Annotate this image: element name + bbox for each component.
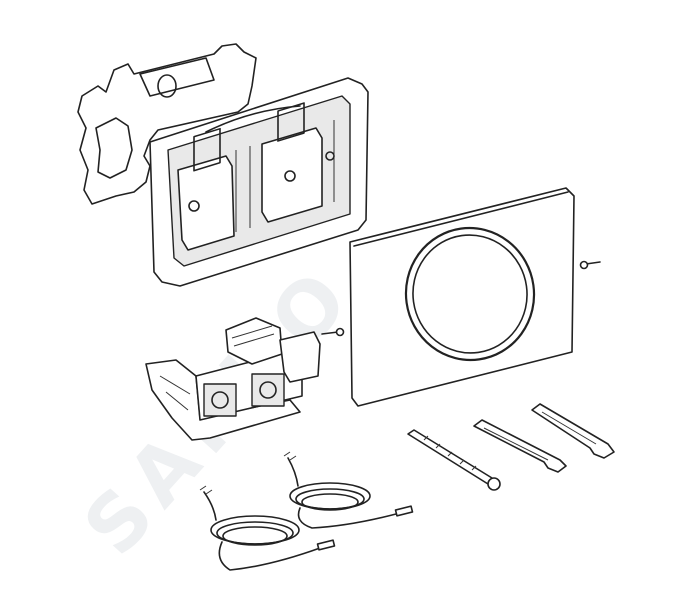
rod-1-ribs — [423, 435, 477, 471]
flush-button-ring-outer — [404, 226, 536, 362]
cable-right — [283, 451, 414, 529]
cable-right-coil-3 — [301, 493, 359, 511]
rear-bracket-plate — [77, 43, 257, 205]
rod-3-groove — [541, 411, 597, 445]
flush-plate-body — [349, 187, 575, 407]
valve-block-right — [251, 373, 285, 407]
cable-left-coil-3 — [222, 526, 288, 546]
cable-right-connector — [394, 505, 414, 517]
bracket-hole — [157, 74, 177, 98]
cable-left-tip — [199, 485, 213, 495]
cable-right-tip — [283, 451, 297, 461]
rod-3 — [531, 403, 615, 459]
bracket-inner-cutout — [95, 117, 133, 179]
frame-screw-1 — [188, 200, 200, 212]
module-detail-lines — [159, 325, 275, 411]
cable-right-lead — [287, 457, 299, 487]
rod-2 — [473, 419, 567, 473]
flush-plate-edge — [353, 191, 569, 247]
screw-left-head — [335, 327, 345, 337]
cable-left-coil-2 — [216, 521, 294, 545]
mounting-frame — [77, 43, 369, 287]
flush-plate — [349, 187, 575, 407]
valve-left-icon — [211, 391, 229, 409]
module-side-box — [279, 331, 321, 383]
rod-1 — [407, 429, 501, 491]
cable-right-coil-2 — [295, 488, 365, 510]
frame-left-module — [177, 155, 235, 251]
valve-block-left — [203, 383, 237, 417]
screw-left-shaft — [321, 331, 339, 335]
rod-3-body — [531, 403, 615, 459]
valve-right-icon — [259, 381, 277, 399]
frame-screw-2 — [284, 170, 296, 182]
rod-1-body — [407, 429, 493, 485]
cable-right-tail — [297, 507, 397, 529]
cable-left-connector — [316, 539, 336, 551]
left-module-slot — [193, 127, 221, 172]
flush-button-ring-inner — [412, 234, 528, 354]
cable-left-lead — [203, 491, 217, 521]
rod-1-end — [487, 477, 501, 491]
frame-top-arc — [205, 105, 301, 133]
control-module — [145, 317, 321, 441]
screw-right-head — [579, 260, 589, 270]
rod-2-groove — [483, 427, 549, 461]
cable-left-tail — [218, 541, 321, 571]
cable-left — [199, 485, 336, 571]
module-base-tray — [145, 359, 301, 441]
screw-left — [321, 327, 345, 337]
screw-right-shaft — [585, 261, 601, 265]
bracket-top-detail — [139, 57, 215, 97]
frame-right-module — [261, 127, 323, 223]
frame-screw-3 — [325, 151, 335, 161]
screw-right — [579, 260, 601, 270]
